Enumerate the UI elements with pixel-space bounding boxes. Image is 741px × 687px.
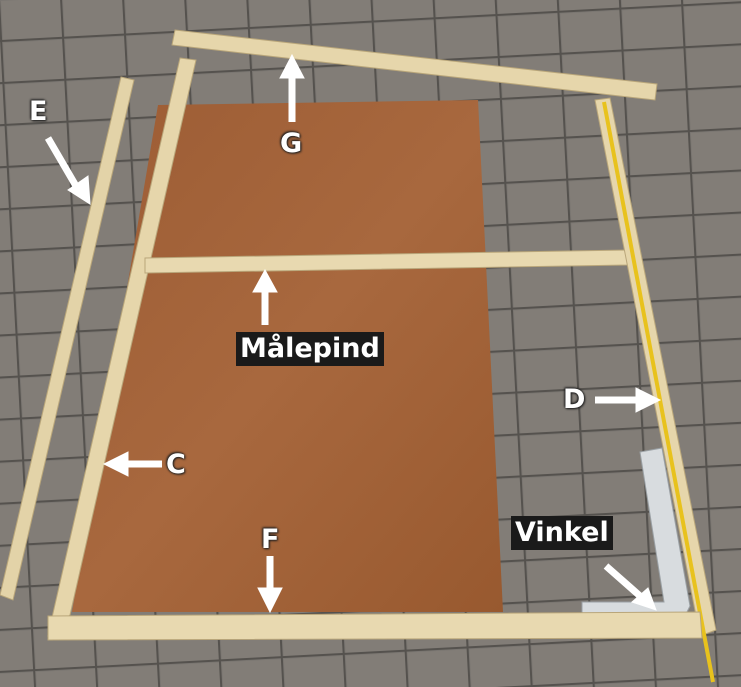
label-c: C — [166, 449, 186, 480]
arrow-g-head — [279, 53, 305, 79]
label-d: D — [563, 384, 586, 415]
label-f: F — [261, 524, 280, 555]
arrow-d-head — [635, 387, 662, 413]
label-e: E — [29, 96, 48, 127]
board-f — [47, 611, 703, 641]
arrows — [44, 53, 662, 614]
arrow-vinkel — [603, 563, 643, 599]
arrow-e-head — [67, 175, 91, 205]
arrow-c-head — [102, 451, 129, 477]
board-g — [171, 29, 658, 101]
measuring-tape — [602, 101, 715, 683]
arrow-vinkel-head — [631, 587, 657, 611]
arrow-f-head — [257, 587, 283, 614]
board-c — [47, 57, 197, 637]
label-malepind: Målepind — [236, 332, 384, 366]
label-g: G — [280, 128, 303, 159]
board-e — [0, 76, 135, 601]
arrow-malepind-head — [252, 268, 278, 293]
arrow-e — [44, 136, 80, 188]
label-vinkel: Vinkel — [511, 516, 613, 550]
